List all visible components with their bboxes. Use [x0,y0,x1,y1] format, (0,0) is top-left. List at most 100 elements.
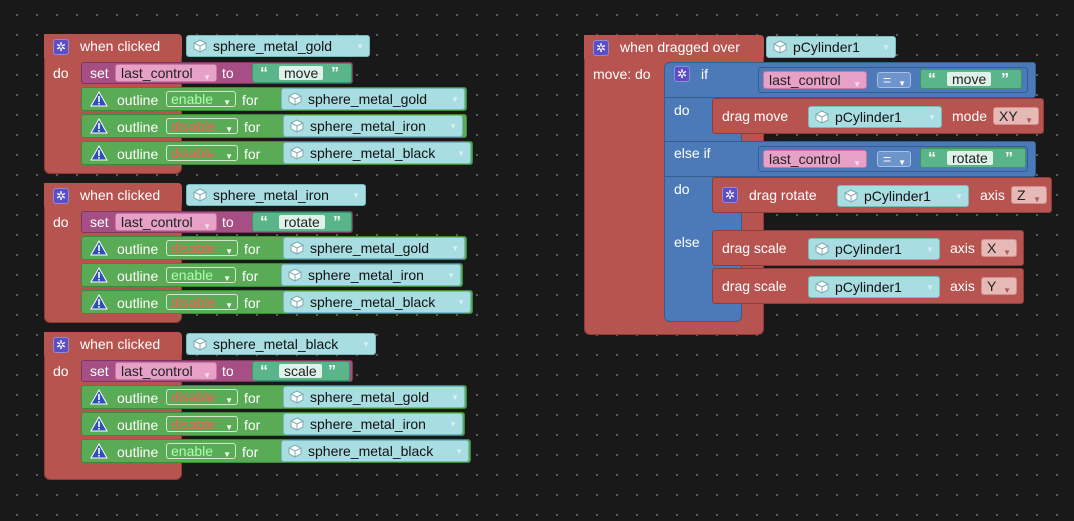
chevron-down-icon: ▼ [955,192,963,201]
drag-scale-label: drag scale [722,240,787,256]
for-label: for [244,295,261,311]
axis-dropdown[interactable]: Y▼ [981,277,1017,295]
chevron-down-icon: ▼ [356,42,364,51]
state-dropdown[interactable]: enable▼ [166,91,236,107]
for-label: for [244,119,261,135]
warning-icon [90,443,108,459]
state-dropdown[interactable]: disable▼ [166,145,238,161]
object-reporter[interactable]: sphere_metal_black▼ [283,291,471,313]
string-value[interactable]: rotate [947,151,993,165]
chevron-down-icon: ▼ [455,447,463,456]
string-value[interactable]: rotate [279,215,325,229]
chevron-down-icon: ▼ [203,73,211,82]
object-name: pCylinder1 [835,279,902,295]
operator-dropdown[interactable]: =▼ [877,72,911,88]
object-reporter[interactable]: sphere_metal_black ▼ [283,142,471,164]
object-reporter[interactable]: sphere_metal_black▼ [281,440,469,462]
set-label: set [90,214,109,230]
state-dropdown[interactable]: disable▼ [166,294,238,310]
do-label: do [674,181,690,197]
chevron-down-icon: ▼ [457,149,465,158]
set-label: set [90,65,109,81]
string-block[interactable]: “ scale ” [252,361,350,381]
gear-icon: ✲ [593,40,609,56]
chevron-down-icon: ▼ [449,122,457,131]
gear-icon: ✲ [53,39,69,55]
string-block[interactable]: “ move ” [920,69,1022,89]
string-value[interactable]: move [279,66,324,80]
object-reporter[interactable]: sphere_metal_gold ▼ [186,35,370,57]
object-name: pCylinder1 [864,188,931,204]
chevron-down-icon: ▼ [362,340,370,349]
object-reporter[interactable]: sphere_metal_black▼ [186,333,376,355]
axis-label: axis [950,278,975,294]
state-dropdown[interactable]: enable▼ [166,267,236,283]
variable-dropdown[interactable]: last_control▼ [115,64,217,82]
axis-dropdown[interactable]: Z▼ [1011,186,1047,204]
chevron-down-icon: ▼ [882,43,890,52]
object-name: pCylinder1 [835,109,902,125]
object-name: sphere_metal_iron [310,416,426,432]
object-reporter[interactable]: sphere_metal_iron▼ [283,413,463,435]
drag-scale-block[interactable] [712,268,1024,304]
object-reporter[interactable]: sphere_metal_iron▼ [186,184,366,206]
object-reporter[interactable]: sphere_metal_gold▼ [281,88,465,110]
for-label: for [242,92,259,108]
gear-icon: ✲ [674,66,690,82]
chevron-down-icon: ▼ [223,450,231,459]
cube-icon [773,40,787,54]
object-reporter[interactable]: sphere_metal_gold▼ [283,386,465,408]
object-reporter[interactable]: sphere_metal_iron▼ [281,264,461,286]
object-reporter[interactable]: pCylinder1▼ [808,106,942,128]
chevron-down-icon: ▼ [203,371,211,380]
string-block[interactable]: “ move ” [252,63,352,83]
state-dropdown[interactable]: disable▼ [166,416,238,432]
object-reporter[interactable]: pCylinder1▼ [808,238,940,260]
warning-icon [90,267,108,283]
object-reporter[interactable]: sphere_metal_gold▼ [283,237,465,259]
outline-label: outline [117,417,159,433]
operator-dropdown[interactable]: =▼ [877,151,911,167]
event-label: when clicked [80,38,161,54]
axis-dropdown[interactable]: X▼ [981,239,1017,257]
string-block[interactable]: “ rotate ” [252,212,352,232]
string-value[interactable]: scale [279,364,322,378]
for-label: for [244,417,261,433]
object-reporter[interactable]: sphere_metal_iron▼ [283,115,463,137]
cube-icon [193,39,207,53]
state-dropdown[interactable]: enable▼ [166,443,236,459]
string-block[interactable]: “ rotate ” [920,148,1026,168]
if-label: if [701,66,708,82]
chevron-down-icon: ▼ [1003,286,1011,295]
to-label: to [222,65,234,81]
outline-label: outline [117,268,159,284]
cube-icon [815,110,829,124]
state-dropdown[interactable]: disable▼ [166,118,238,134]
variable-dropdown[interactable]: last_control▼ [763,150,867,168]
object-reporter[interactable]: pCylinder1▼ [766,36,896,58]
chevron-down-icon: ▼ [853,80,861,89]
cube-icon [288,92,302,106]
cube-icon [290,417,304,431]
cube-icon [290,119,304,133]
object-reporter[interactable]: pCylinder1 ▼ [837,185,969,207]
mode-dropdown[interactable]: XY▼ [993,107,1039,125]
chevron-down-icon: ▼ [225,396,233,405]
string-value[interactable]: move [947,72,992,86]
variable-dropdown[interactable]: last_control▼ [115,362,217,380]
object-reporter[interactable]: pCylinder1▼ [808,276,940,298]
warning-icon [90,294,108,310]
chevron-down-icon: ▼ [225,152,233,161]
state-dropdown[interactable]: disable▼ [166,240,238,256]
state-dropdown[interactable]: disable▼ [166,389,238,405]
warning-icon [90,118,108,134]
cube-icon [193,188,207,202]
variable-dropdown[interactable]: last_control▼ [763,71,867,89]
object-name: sphere_metal_black [310,145,436,161]
do-label: do [674,102,690,118]
event-label: when clicked [80,187,161,203]
cube-icon [288,268,302,282]
else-label: else [674,234,700,250]
variable-dropdown[interactable]: last_control▼ [115,213,217,231]
chevron-down-icon: ▼ [223,274,231,283]
